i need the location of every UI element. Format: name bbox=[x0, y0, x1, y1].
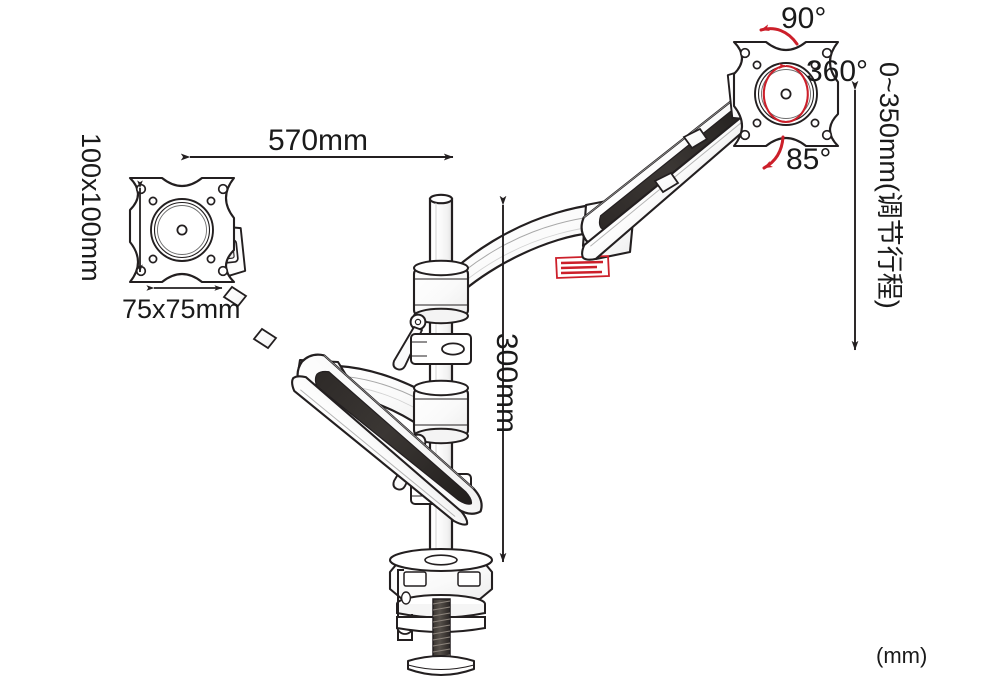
arm-assembly-left bbox=[128, 176, 494, 533]
callout-label-tilt-down: 85° bbox=[786, 143, 832, 176]
arm-assembly-right bbox=[392, 40, 840, 371]
unit-note: (mm) bbox=[876, 643, 928, 668]
dimension-label-vesa-horizontal: 75x75mm bbox=[122, 294, 241, 324]
desk-c-clamp bbox=[388, 547, 494, 676]
tilt-down-arrow bbox=[762, 135, 785, 170]
dimension-label-lift-travel: 0~350mm(调节行程) bbox=[874, 62, 904, 309]
callout-label-tilt-up: 90° bbox=[781, 2, 827, 35]
red-annotation-mark bbox=[555, 255, 610, 279]
callout-label-rotate: 360° bbox=[806, 55, 869, 88]
tilt-up-arrow bbox=[759, 24, 799, 46]
rotation-360-indicator bbox=[762, 63, 809, 124]
dimension-label-vesa-vertical: 100x100mm bbox=[76, 133, 106, 282]
dimension-label-height: 300mm bbox=[490, 333, 523, 434]
dimension-label-reach: 570mm bbox=[268, 124, 369, 157]
